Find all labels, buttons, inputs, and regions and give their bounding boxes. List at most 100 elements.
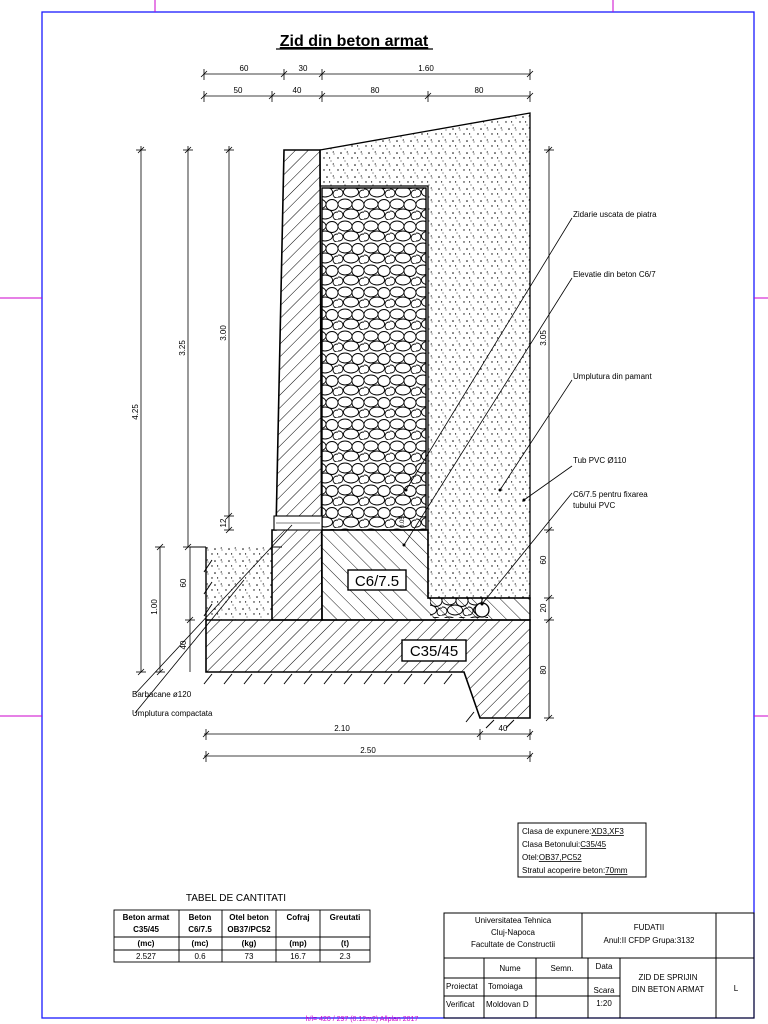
c6-label-box (347, 569, 407, 591)
spec-label: Clasa de expunere: (522, 827, 591, 836)
footer-plot-info: h/l= 420 / 297 (0.12m2) Allplan 2017 (306, 1016, 419, 1023)
tb-course-1: FUDATII (634, 923, 665, 932)
top-dimensions (200, 69, 534, 102)
qu-3: (mp) (289, 939, 307, 948)
dim-left-gap: 12 (219, 518, 228, 527)
svg-text:Stratul acoperire beton:70mm: Stratul acoperire beton:70mm (522, 866, 628, 875)
label-weep-holes: Barbacane ø120 (132, 690, 192, 699)
label-fixing-2: tubului PVC (573, 501, 615, 510)
quantities-units: (mc) (mc) (kg) (mp) (t) (138, 939, 350, 948)
dim-right-key: 80 (539, 665, 548, 674)
tb-scale-label: Scara (594, 986, 615, 995)
c35-label-box (401, 639, 467, 662)
svg-text:Clasa Betonului:C35/45: Clasa Betonului:C35/45 (522, 840, 607, 849)
dim-left-footing: 1.00 (150, 599, 159, 615)
qv-3: 16.7 (290, 952, 306, 961)
specs-list: Clasa de expunere:XD3,XF3 Clasa Betonulu… (522, 827, 628, 875)
tb-col-sign: Semn. (550, 964, 573, 973)
dim-left-stem: 3.25 (178, 340, 187, 356)
spec-value: 70mm (605, 866, 628, 875)
tb-checked-name: Moldovan D (486, 1000, 529, 1009)
tb-course-2: Anul:II CFDP Grupa:3132 (603, 936, 695, 945)
sheet-frame (41, 11, 755, 1019)
dim-top-60: 60 (240, 64, 249, 73)
leader-lines (134, 217, 573, 714)
dim-right-mid: 20 (539, 603, 548, 612)
label-backfill: Umplutura din pamant (573, 372, 652, 381)
qh-2b: OB37/PC52 (227, 925, 271, 934)
dim-top-40: 40 (293, 86, 302, 95)
tb-sheet: L (734, 984, 739, 993)
dim-top-80b: 80 (475, 86, 484, 95)
qv-0: 2.527 (136, 952, 157, 961)
qh-0a: Beton armat (123, 913, 170, 922)
qv-2: 73 (245, 952, 254, 961)
dim-left-footing-upper: 60 (179, 578, 188, 587)
spec-label: Clasa Betonului: (522, 840, 580, 849)
dim-top-160: 1.60 (418, 64, 434, 73)
dim-left-footing-lower: 40 (179, 640, 188, 649)
qu-0: (mc) (138, 939, 155, 948)
spec-label: Stratul acoperire beton: (522, 866, 605, 875)
label-pvc-pipe: Tub PVC Ø110 (573, 456, 627, 465)
footing-c35 (205, 619, 531, 719)
tb-designed-name: Tomoiaga (488, 982, 523, 991)
small-note: 0.05 (400, 516, 406, 528)
dim-top-50: 50 (234, 86, 243, 95)
qh-0b: C35/45 (133, 925, 159, 934)
dim-bottom-key: 40 (499, 724, 508, 733)
title-block-grid (443, 912, 755, 1019)
spec-value: XD3,XF3 (591, 827, 624, 836)
quantities-table (113, 909, 371, 963)
dim-bottom-total: 2.50 (360, 746, 376, 755)
tb-checked-label: Verificat (446, 1000, 475, 1009)
qh-1b: C6/7.5 (188, 925, 212, 934)
label-compacted-fill: Umplutura compactata (132, 709, 213, 718)
spec-value: C35/45 (580, 840, 606, 849)
spec-value: OB37,PC52 (539, 853, 582, 862)
qh-3a: Cofraj (286, 913, 309, 922)
dim-top-80a: 80 (371, 86, 380, 95)
svg-text:Clasa de expunere:XD3,XF3: Clasa de expunere:XD3,XF3 (522, 827, 624, 836)
tb-col-name: Nume (499, 964, 521, 973)
quantities-headers: Beton armat C35/45 Beton C6/7.5 Otel bet… (123, 913, 361, 934)
tb-designed-label: Proiectat (446, 982, 478, 991)
qh-4a: Greutati (330, 913, 361, 922)
dim-left-inner: 3.00 (219, 325, 228, 341)
label-dry-masonry: Zidarie uscata de piatra (573, 210, 657, 219)
wall-stem (271, 149, 323, 621)
tb-university-3: Facultate de Constructii (471, 940, 555, 949)
qh-1a: Beton (189, 913, 212, 922)
quantities-values: 2.527 0.6 73 16.7 2.3 (136, 952, 351, 961)
qu-1: (mc) (192, 939, 209, 948)
c35-label: C35/45 (410, 643, 458, 660)
leader-dots (402, 488, 526, 606)
pipe-bedding (430, 598, 488, 618)
tb-scale-value: 1:20 (596, 999, 612, 1008)
tb-drawing-title-2: DIN BETON ARMAT (632, 985, 705, 994)
dry-masonry (321, 187, 427, 531)
spec-label: Otel: (522, 853, 539, 862)
bottom-dimensions (202, 729, 534, 762)
label-fixing-1: C6/7.5 pentru fixarea (573, 490, 648, 499)
dim-right-back: 3.05 (539, 330, 548, 346)
quantities-title: TABEL DE CANTITATI (186, 893, 286, 904)
left-dimensions (136, 146, 234, 676)
crop-marks (0, 0, 768, 717)
toe-fill (206, 547, 272, 620)
specs-box (517, 822, 647, 878)
tb-col-date: Data (596, 962, 613, 971)
svg-text:Otel:OB37,PC52: Otel:OB37,PC52 (522, 853, 582, 862)
qu-2: (kg) (242, 939, 257, 948)
dim-bottom-inner: 2.10 (334, 724, 350, 733)
tb-drawing-title-1: ZID DE SPRIJIN (638, 973, 697, 982)
right-dimensions (544, 146, 554, 722)
tb-university-1: Universitatea Tehnica (475, 916, 552, 925)
c6-label: C6/7.5 (355, 573, 399, 590)
qv-4: 2.3 (339, 952, 351, 961)
dim-top-30: 30 (299, 64, 308, 73)
qv-1: 0.6 (194, 952, 206, 961)
dim-left-total: 4.25 (131, 404, 140, 420)
label-elevation: Elevatie din beton C6/7 (573, 270, 656, 279)
